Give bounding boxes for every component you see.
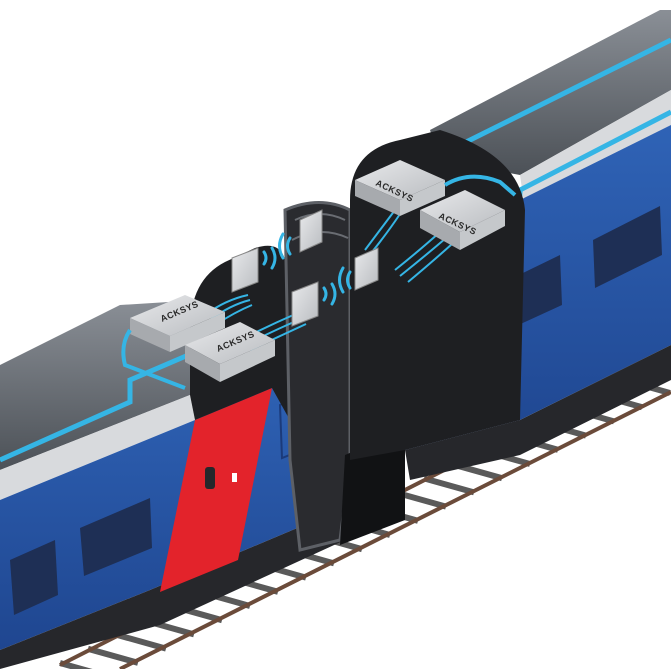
right-train-car xyxy=(350,10,671,480)
gangway-bellows xyxy=(285,203,350,551)
track-sleeper xyxy=(88,649,138,663)
track-sleeper xyxy=(424,478,474,492)
track-sleeper xyxy=(116,635,166,649)
door-handle xyxy=(205,467,215,489)
door-indicator xyxy=(232,473,237,482)
track-sleeper xyxy=(60,663,110,669)
